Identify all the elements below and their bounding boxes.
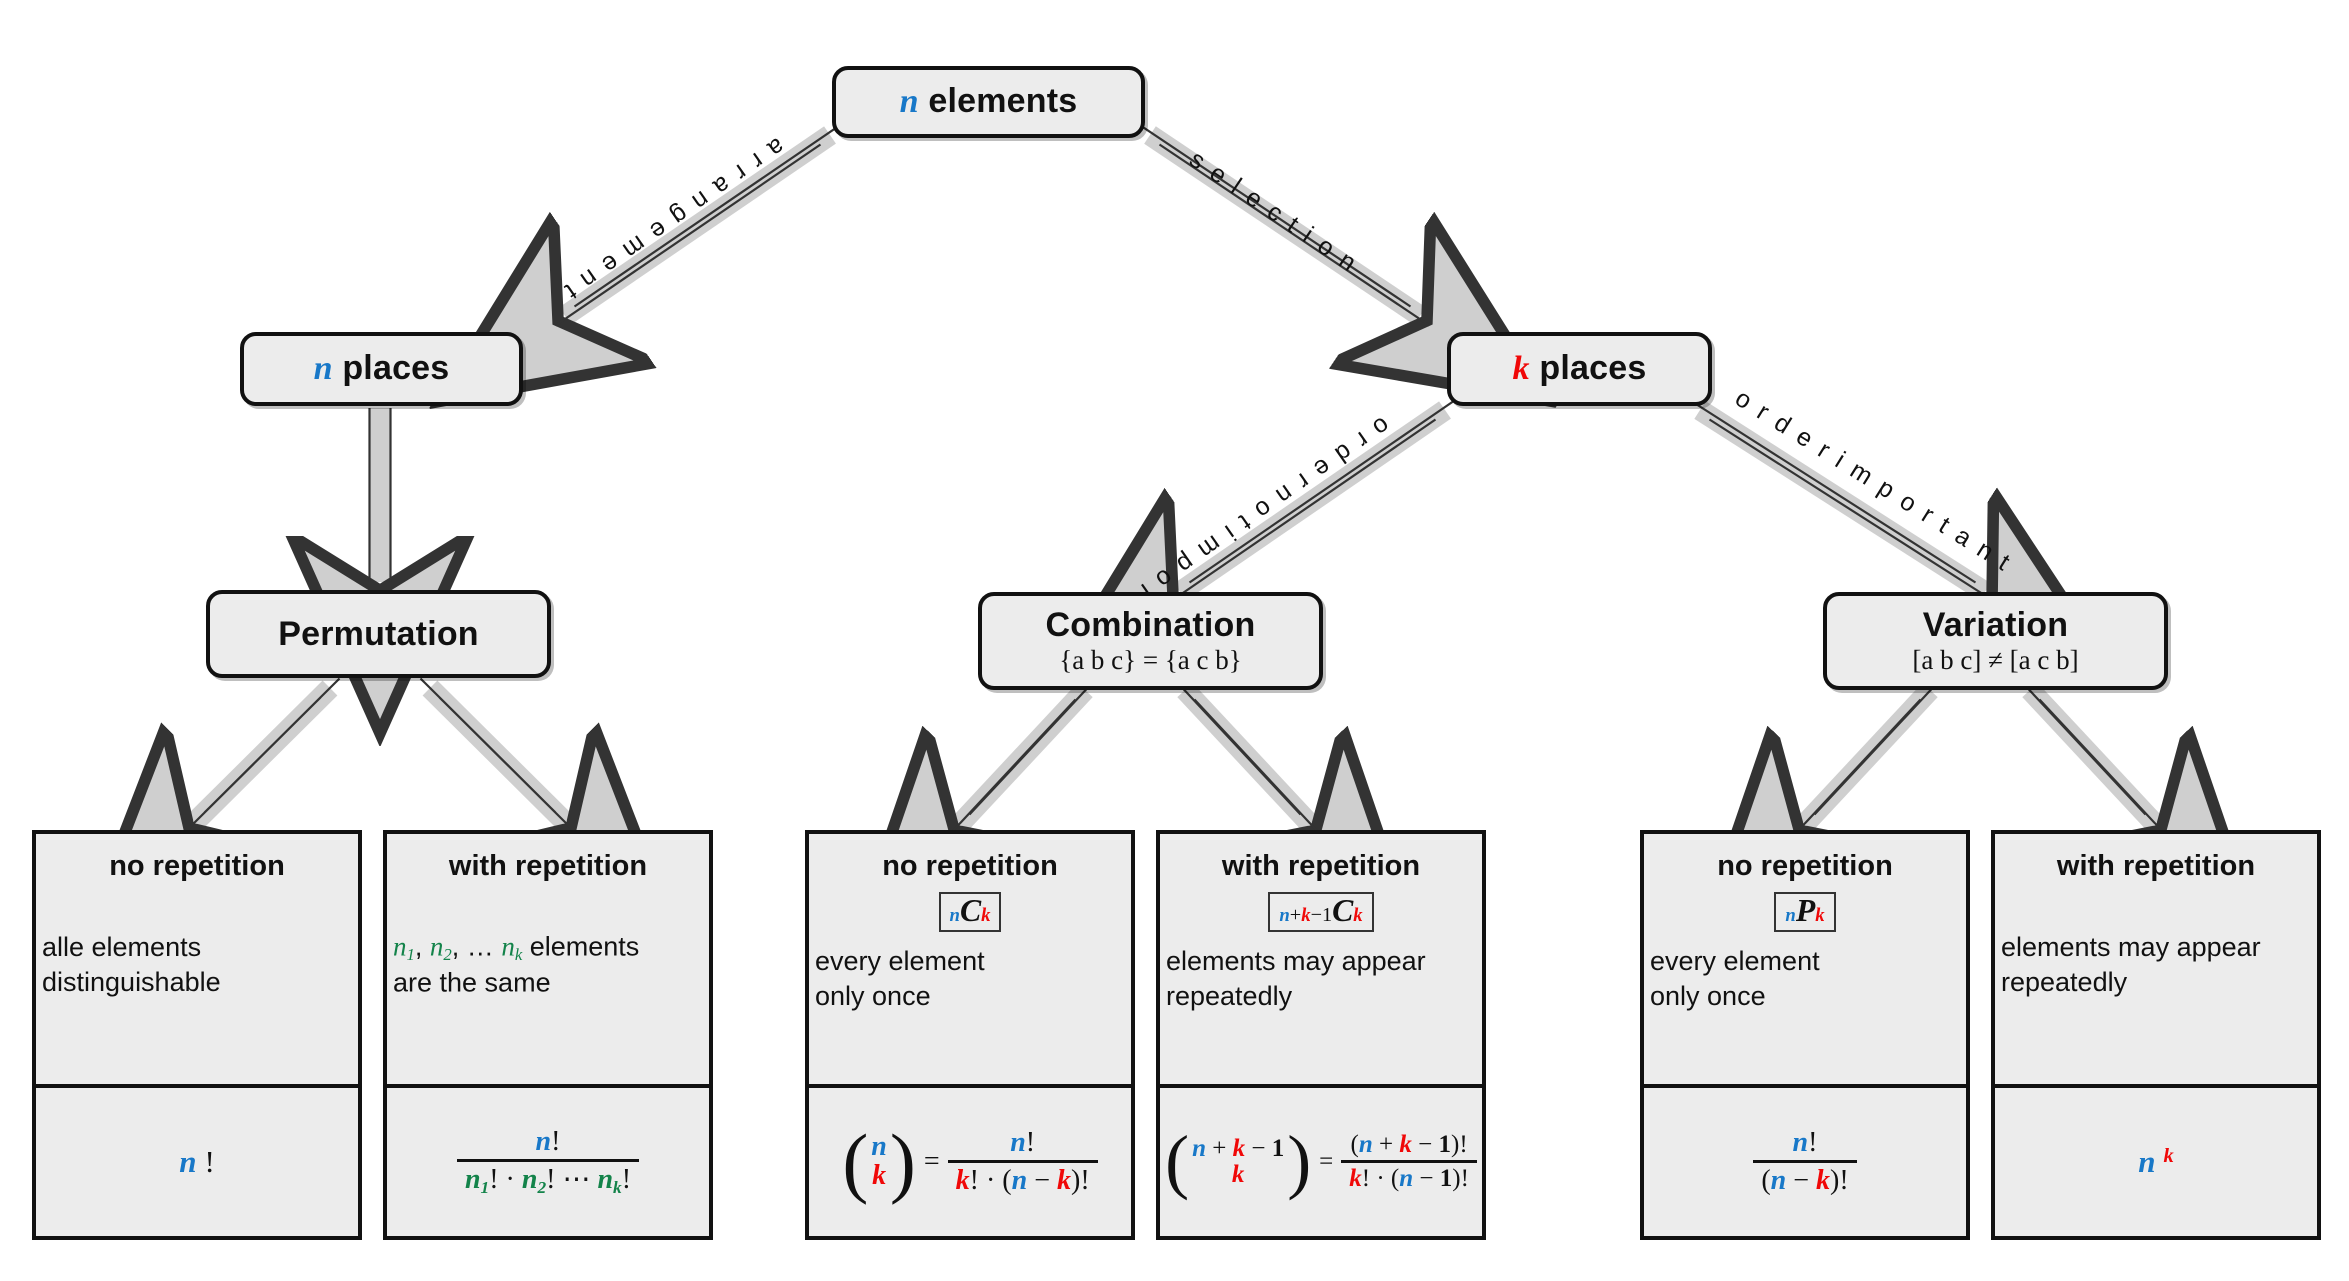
leaf-description: every element only once — [1650, 945, 1820, 1011]
leaf-variation-with-repetition[interactable]: with repetition elements may appear repe… — [1991, 830, 2321, 1240]
leaf-notation-npkm1Ck: n+k−1Ck — [1268, 892, 1374, 933]
leaf-permutation-no-repetition[interactable]: no repetition alle elements distinguisha… — [32, 830, 362, 1240]
leaf-combination-no-repetition[interactable]: no repetition nCk every element only onc… — [805, 830, 1135, 1240]
leaf-header: with repetition — [2056, 850, 2256, 882]
node-variation-note: [a b c] ≠ [a c b] — [1912, 644, 2079, 675]
leaf-notation-nPk: nPk — [1774, 892, 1836, 933]
leaf-description: alle elements distinguishable — [42, 931, 221, 997]
node-combination-note: {a b c} = {a c b} — [1059, 644, 1242, 675]
leaf-notation-nCk: nCk — [938, 892, 1002, 933]
leaf-header: no repetition — [109, 850, 285, 882]
edge-label-selection: s e l e c t i o n — [1184, 145, 1364, 279]
leaf-description: elements may appear repeatedly — [1166, 945, 1426, 1011]
edge-label-order-important: o r d e r i m p o r t a n t — [1730, 384, 2017, 578]
leaf-header: with repetition — [1221, 850, 1421, 882]
node-variation[interactable]: Variation [a b c] ≠ [a c b] — [1823, 592, 2168, 690]
edge-label-arrangement: a r r a n g e m e n t — [557, 132, 790, 307]
node-permutation[interactable]: Permutation — [206, 590, 551, 678]
leaf-header: no repetition — [882, 850, 1058, 882]
node-n-elements[interactable]: n elements — [832, 66, 1145, 138]
leaf-header: no repetition — [1717, 850, 1893, 882]
variable-k: k — [1512, 350, 1530, 388]
node-n-elements-label: n elements — [900, 82, 1078, 121]
leaf-permutation-with-repetition[interactable]: with repetition n1, n2, … nk elements ar… — [383, 830, 713, 1240]
leaf-formula: n! — [36, 1084, 358, 1236]
leaf-variation-no-repetition[interactable]: no repetition nPk every element only onc… — [1640, 830, 1970, 1240]
leaf-formula: n! (n − k)! — [1644, 1084, 1966, 1236]
node-n-places-text: places — [342, 349, 450, 388]
leaf-description: elements may appear repeatedly — [2001, 931, 2261, 997]
node-combination[interactable]: Combination {a b c} = {a c b} — [978, 592, 1323, 690]
node-permutation-title: Permutation — [278, 614, 479, 653]
node-combination-title: Combination — [1045, 606, 1256, 645]
leaf-description: every element only once — [815, 945, 985, 1011]
leaf-description: n1, n2, … nk elements are the same — [393, 931, 640, 998]
node-variation-title: Variation — [1922, 606, 2069, 645]
variable-n: n — [313, 350, 333, 388]
leaf-header: with repetition — [448, 850, 648, 882]
variable-n: n — [899, 83, 919, 121]
node-k-places[interactable]: k places — [1447, 332, 1712, 406]
leaf-combination-with-repetition[interactable]: with repetition n+k−1Ck elements may app… — [1156, 830, 1486, 1240]
node-k-places-text: places — [1539, 349, 1647, 388]
node-n-elements-text: elements — [928, 82, 1078, 121]
node-n-places[interactable]: n places — [240, 332, 523, 406]
leaf-formula: n! n1! · n2! ⋯ nk! — [387, 1084, 709, 1236]
